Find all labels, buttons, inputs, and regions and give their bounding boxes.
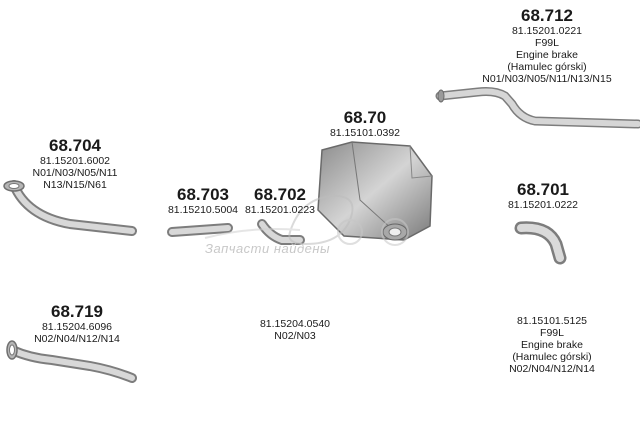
part-detail: F99L — [535, 37, 559, 49]
pipe-68704 — [3, 180, 137, 236]
part-number: 68.703 — [177, 185, 229, 204]
part-number: 68.701 — [517, 180, 569, 199]
part-detail: 81.15210.5004 — [167, 204, 239, 216]
label-68704: 68.704 81.15201.6002 N01/N03/N05/N11 N13… — [25, 136, 125, 191]
watermark-logo — [204, 194, 409, 246]
part-detail: Engine brake — [521, 339, 583, 351]
part-detail: N01/N03/N05/N11/N13/N15 — [482, 73, 612, 85]
label-68703: 68.703 81.15210.5004 — [160, 185, 246, 216]
part-detail: (Hamulec górski) — [507, 61, 587, 73]
part-detail: N01/N03/N05/N11 — [32, 167, 118, 179]
label-right-part: 81.15101.5125 F99L Engine brake (Hamulec… — [492, 315, 612, 375]
muffler-6870 — [317, 141, 433, 241]
pipe-68702 — [257, 219, 305, 245]
part-detail: N13/N15/N61 — [43, 179, 107, 191]
part-detail: F99L — [540, 327, 564, 339]
pipe-68703 — [167, 223, 233, 237]
part-detail: 81.15204.0540 — [259, 318, 331, 330]
pipe-68719 — [6, 340, 137, 383]
part-detail: (Hamulec górski) — [512, 351, 592, 363]
part-detail: N02/N03 — [274, 330, 316, 342]
watermark-text: Запчасти найдены — [205, 241, 331, 256]
label-6870: 68.70 81.15101.0392 — [320, 108, 410, 139]
part-detail: 81.15101.5125 — [516, 315, 588, 327]
part-detail: 81.15101.0392 — [329, 127, 401, 139]
part-detail: Engine brake — [516, 49, 578, 61]
part-detail: N02/N04/N12/N14 — [509, 363, 595, 375]
part-detail: N02/N04/N12/N14 — [34, 333, 120, 345]
part-detail: 81.15201.0222 — [507, 199, 579, 211]
part-detail: 81.15201.6002 — [39, 155, 111, 167]
part-detail: 81.15201.0223 — [244, 204, 316, 216]
label-68719: 68.719 81.15204.6096 N02/N04/N12/N14 — [27, 302, 127, 345]
part-detail: 81.15204.6096 — [41, 321, 113, 333]
part-number: 68.712 — [521, 6, 573, 25]
part-number: 68.702 — [254, 185, 306, 204]
pipe-68712 — [435, 87, 640, 129]
part-detail: 81.15201.0221 — [511, 25, 583, 37]
part-number: 68.704 — [49, 136, 101, 155]
label-68712: 68.712 81.15201.0221 F99L Engine brake (… — [472, 6, 622, 85]
elbow-68701 — [514, 221, 567, 265]
label-68702: 68.702 81.15201.0223 — [240, 185, 320, 216]
part-number: 68.719 — [51, 302, 103, 321]
label-68701: 68.701 81.15201.0222 — [503, 180, 583, 211]
part-number: 68.70 — [343, 108, 387, 127]
label-center-part: 81.15204.0540 N02/N03 — [250, 318, 340, 342]
